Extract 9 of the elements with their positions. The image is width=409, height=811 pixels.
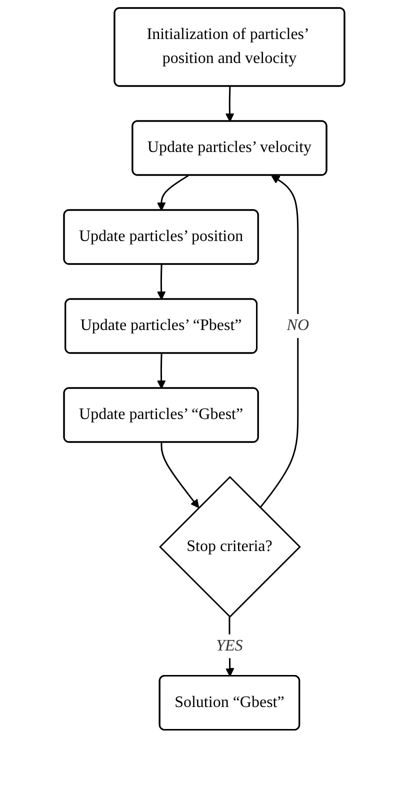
arrow	[157, 353, 166, 389]
node-diamond: Stop criteria?	[159, 476, 302, 618]
arrow	[226, 86, 234, 122]
arrow	[160, 442, 200, 508]
arrow	[157, 174, 190, 211]
edge-label: YES	[216, 637, 244, 654]
edge-label: NO	[287, 317, 310, 334]
arrow	[260, 175, 299, 508]
arrow	[157, 264, 166, 300]
